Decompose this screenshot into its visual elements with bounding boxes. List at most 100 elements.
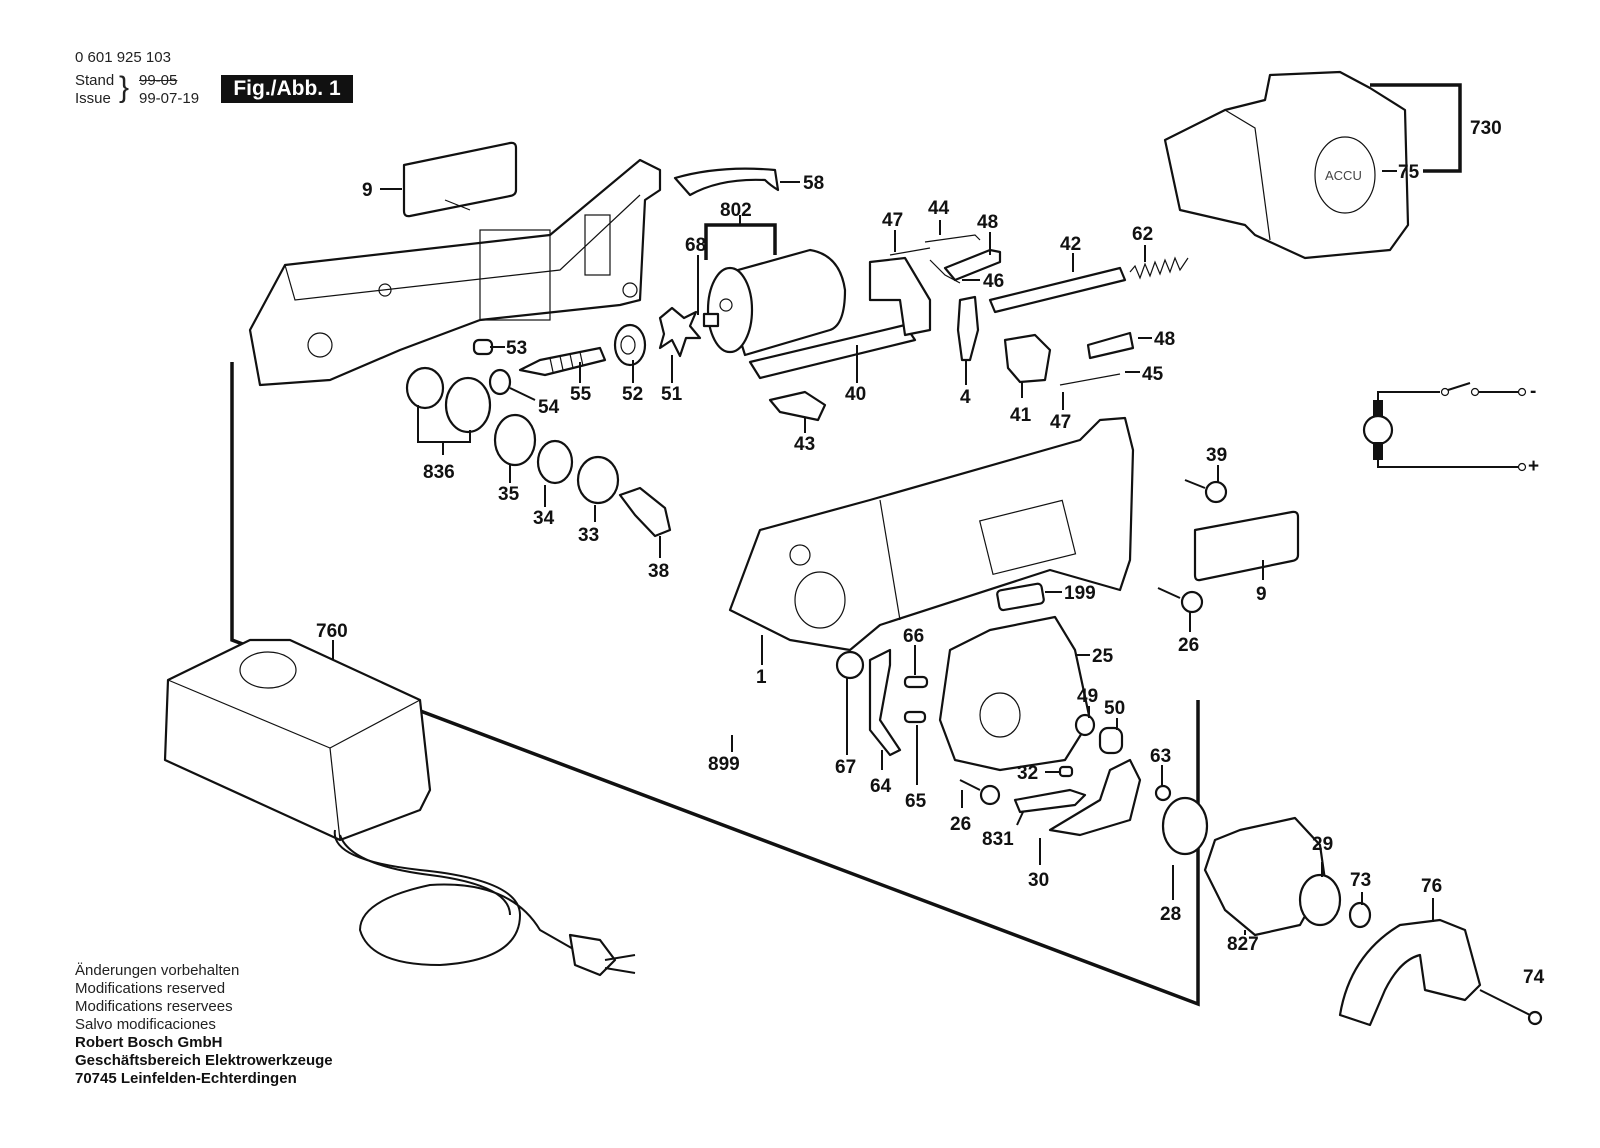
wire-47-top bbox=[889, 247, 931, 256]
callout-38: 38 bbox=[648, 561, 669, 582]
cutting-disc-827 bbox=[1203, 816, 1327, 937]
brace-icon: } bbox=[119, 71, 130, 104]
worm-spindle-55 bbox=[518, 346, 607, 377]
battery-pack-730: ACCU bbox=[1163, 70, 1410, 260]
callout-29: 29 bbox=[1312, 834, 1333, 855]
label-plate-9-top bbox=[402, 141, 518, 218]
callout-35: 35 bbox=[498, 484, 520, 505]
callout-45: 45 bbox=[1142, 364, 1164, 385]
switch-41 bbox=[1003, 333, 1052, 384]
clip-58 bbox=[673, 167, 780, 197]
callout-55: 55 bbox=[570, 384, 592, 405]
callout-68: 68 bbox=[685, 235, 706, 256]
wire-46 bbox=[929, 259, 961, 284]
circlip-34 bbox=[536, 439, 574, 485]
figure-label: Fig./Abb. 1 bbox=[221, 75, 353, 103]
callout-53: 53 bbox=[506, 338, 527, 359]
spring-49 bbox=[1074, 713, 1096, 737]
washer-29 bbox=[1298, 873, 1342, 927]
sleeve-48-top bbox=[943, 248, 1002, 282]
nut-73 bbox=[1348, 901, 1372, 929]
ring-gear-836 bbox=[444, 376, 492, 434]
bearing-836 bbox=[405, 366, 445, 410]
callout-26-lower: 26 bbox=[950, 814, 971, 835]
guard-76 bbox=[1338, 918, 1482, 1027]
spring-plate-64 bbox=[868, 648, 902, 757]
callout-76: 76 bbox=[1421, 876, 1442, 897]
part-number: 0 601 925 103 bbox=[75, 49, 171, 66]
notice-en: Modifications reserved bbox=[75, 980, 226, 997]
callout-831: 831 bbox=[982, 829, 1014, 850]
wire-44 bbox=[924, 234, 981, 243]
switch-slide-40 bbox=[748, 256, 932, 380]
callout-51: 51 bbox=[661, 384, 683, 405]
callout-41: 41 bbox=[1010, 405, 1032, 426]
callout-54: 54 bbox=[538, 397, 560, 418]
callout-40: 40 bbox=[845, 384, 866, 405]
callout-9-right: 9 bbox=[1256, 584, 1267, 605]
screw-26-right bbox=[1157, 587, 1204, 614]
callout-58: 58 bbox=[803, 173, 824, 194]
euro-plug-icon bbox=[568, 933, 636, 977]
accu-marking: ACCU bbox=[1325, 168, 1362, 183]
bush-54 bbox=[488, 368, 512, 396]
callout-28: 28 bbox=[1160, 904, 1181, 925]
callout-43: 43 bbox=[794, 434, 815, 455]
issue-value: 99-07-19 bbox=[139, 90, 200, 107]
flange-28 bbox=[1161, 796, 1209, 856]
callout-62: 62 bbox=[1132, 224, 1153, 245]
issue-label: Issue bbox=[75, 90, 111, 107]
callout-64: 64 bbox=[870, 776, 892, 797]
washer-63 bbox=[1154, 784, 1172, 802]
callout-30: 30 bbox=[1028, 870, 1049, 891]
notice-es: Salvo modificaciones bbox=[75, 1016, 216, 1033]
callout-47-lower: 47 bbox=[1050, 412, 1071, 433]
fan-51 bbox=[658, 306, 702, 358]
callout-52: 52 bbox=[622, 384, 643, 405]
wiring-schematic: - + bbox=[1362, 381, 1539, 477]
bearing-33 bbox=[576, 455, 620, 505]
spring-62 bbox=[1129, 256, 1189, 280]
lever-831 bbox=[1013, 788, 1087, 814]
brush-top-icon bbox=[1373, 400, 1383, 418]
callout-74: 74 bbox=[1523, 967, 1545, 988]
cap-50 bbox=[1098, 726, 1124, 755]
bracket-899 bbox=[230, 362, 1200, 1007]
gear-35 bbox=[493, 413, 537, 467]
pin-53 bbox=[472, 338, 494, 356]
label-plate-9-right bbox=[1193, 510, 1300, 582]
company-division: Geschäftsbereich Elektrowerkzeuge bbox=[75, 1052, 333, 1069]
callout-49: 49 bbox=[1077, 686, 1098, 707]
callout-25: 25 bbox=[1092, 646, 1114, 667]
callout-199: 199 bbox=[1064, 583, 1096, 604]
callout-33: 33 bbox=[578, 525, 599, 546]
callout-802: 802 bbox=[720, 200, 752, 221]
callout-42: 42 bbox=[1060, 234, 1081, 255]
shaft-38 bbox=[618, 486, 672, 538]
notice-fr: Modifications reservees bbox=[75, 998, 233, 1015]
callout-63: 63 bbox=[1150, 746, 1171, 767]
company-address: 70745 Leinfelden-Echterdingen bbox=[75, 1070, 297, 1087]
callout-827: 827 bbox=[1227, 934, 1259, 955]
stand-value-struck: 99-05 bbox=[139, 72, 178, 89]
callout-50: 50 bbox=[1104, 698, 1125, 719]
callout-75: 75 bbox=[1398, 162, 1420, 183]
plus-terminal: + bbox=[1528, 456, 1539, 477]
flange-plate-30 bbox=[1048, 758, 1142, 837]
callout-836: 836 bbox=[423, 462, 455, 483]
screw-26-lower bbox=[959, 779, 1001, 806]
screw-39 bbox=[1184, 479, 1228, 504]
guard-25 bbox=[938, 615, 1092, 772]
footer-notes: Änderungen vorbehalten Modifications res… bbox=[75, 962, 333, 1088]
callout-9: 9 bbox=[362, 180, 373, 201]
callout-32: 32 bbox=[1017, 763, 1038, 784]
callout-39: 39 bbox=[1206, 445, 1227, 466]
washer-67 bbox=[835, 650, 865, 680]
bearing-52 bbox=[613, 323, 647, 367]
bar-42 bbox=[988, 266, 1127, 314]
sleeve-48-bottom bbox=[1086, 331, 1135, 360]
company-name: Robert Bosch GmbH bbox=[75, 1034, 223, 1051]
stand-label: Stand bbox=[75, 72, 115, 89]
callout-67: 67 bbox=[835, 757, 856, 778]
